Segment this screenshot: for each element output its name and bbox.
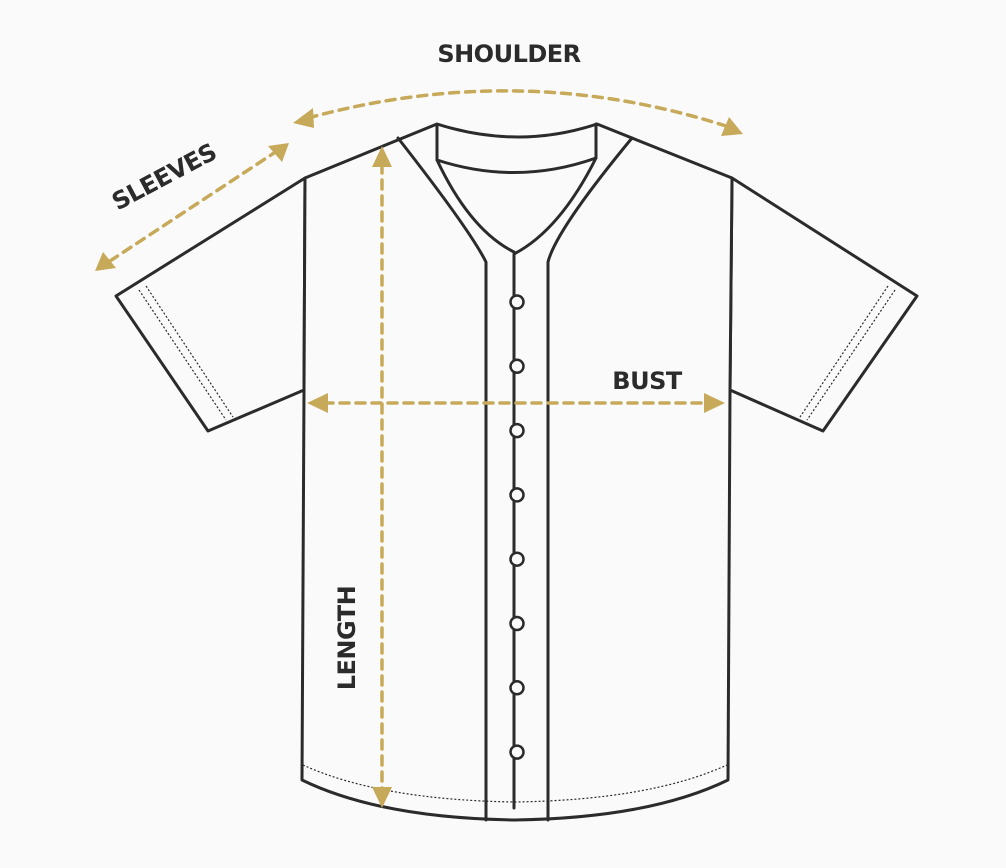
- baseball-jersey-outline: [114, 122, 919, 822]
- placket-right-edge: [546, 136, 634, 822]
- measurement-arrowheads: [95, 108, 743, 808]
- measurement-guides: [108, 89, 728, 792]
- shirt-button-icon: [509, 487, 525, 503]
- triangle-arrowhead-icon: [268, 143, 289, 162]
- triangle-arrowhead-icon: [95, 252, 116, 271]
- bust-label: BUST: [612, 367, 683, 395]
- collar-left-inner: [435, 124, 516, 254]
- placket-left-edge: [396, 136, 488, 822]
- triangle-arrowhead-icon: [704, 393, 725, 413]
- triangle-arrowhead-icon: [372, 146, 392, 167]
- sleeves-label: SLEEVES: [107, 138, 221, 216]
- triangle-arrowhead-icon: [372, 787, 392, 808]
- shoulder-measure-line: [306, 89, 728, 128]
- collar-back: [435, 156, 598, 174]
- shirt-button-icon: [509, 615, 525, 632]
- button-column: [509, 294, 525, 760]
- shirt-button-icon: [509, 744, 525, 760]
- shirt-button-icon: [509, 294, 525, 310]
- triangle-arrowhead-icon: [721, 117, 743, 136]
- shirt-button-icon: [509, 551, 525, 567]
- shoulder-label: SHOULDER: [437, 40, 580, 68]
- collar-right-inner: [512, 122, 598, 810]
- hem-stitching: [302, 764, 728, 803]
- right-sleeve: [728, 176, 919, 433]
- shirt-button-icon: [509, 358, 525, 375]
- triangle-arrowhead-icon: [293, 108, 314, 128]
- shirt-button-icon: [509, 422, 525, 439]
- triangle-arrowhead-icon: [307, 393, 328, 413]
- shirt-button-icon: [509, 680, 525, 696]
- left-sleeve: [114, 176, 307, 433]
- length-label: LENGTH: [333, 586, 361, 691]
- shirt-body: [300, 122, 734, 822]
- sleeve-measure-line: [108, 151, 276, 263]
